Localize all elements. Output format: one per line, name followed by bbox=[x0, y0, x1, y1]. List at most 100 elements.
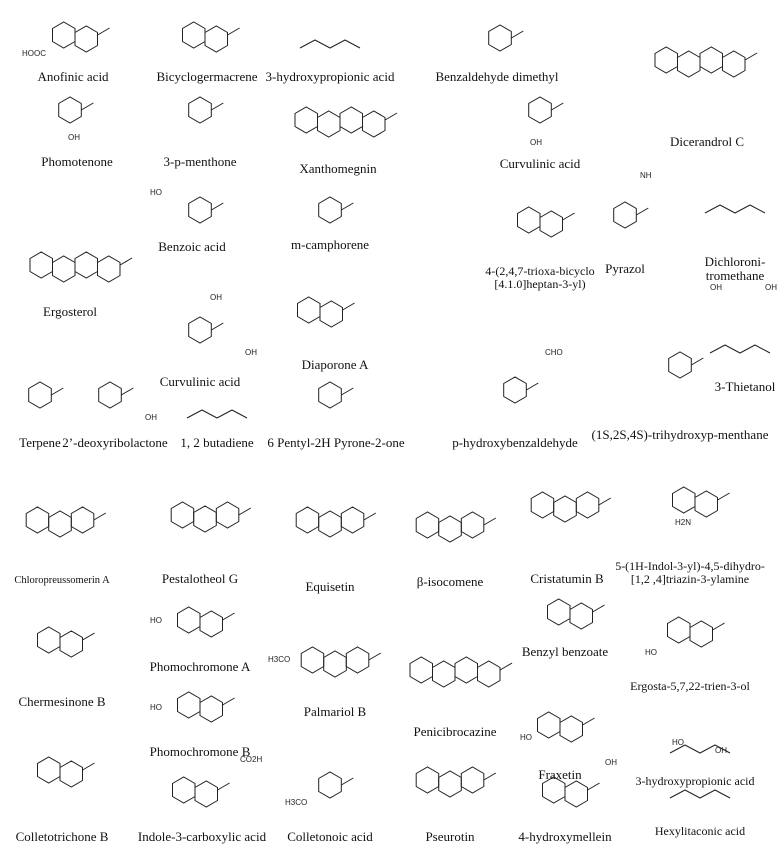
bond bbox=[81, 102, 94, 111]
ring bbox=[300, 646, 325, 674]
ring bbox=[542, 776, 566, 804]
compound-name: p-hydroxybenzaldehyde bbox=[452, 435, 578, 450]
ring bbox=[188, 196, 212, 224]
ring bbox=[438, 770, 462, 798]
ring bbox=[722, 50, 746, 78]
structure-28 bbox=[530, 491, 612, 523]
structure-11 bbox=[188, 196, 224, 224]
ring bbox=[59, 760, 83, 788]
compound-label: Ergosterol bbox=[43, 305, 97, 319]
structure-34 bbox=[547, 598, 605, 630]
ring bbox=[415, 511, 440, 539]
compound-label: 4-(2,4,7-trioxa-bicyclo[4.1.0]heptan-3-y… bbox=[485, 265, 594, 291]
atom-label: H2N bbox=[675, 518, 691, 527]
compound-name: Phomotenone bbox=[41, 154, 113, 169]
compound-name: Benzoic acid bbox=[158, 239, 226, 254]
compound-name: Colletotrichone B bbox=[15, 829, 109, 844]
ring bbox=[432, 660, 456, 688]
bond bbox=[499, 662, 513, 671]
ring bbox=[319, 300, 343, 328]
compound-name: Dichloroni- bbox=[704, 254, 766, 269]
compound-label: 3-hydroxypropionic acid bbox=[266, 70, 395, 84]
atom-label: OH bbox=[530, 138, 542, 147]
structure-6 bbox=[188, 96, 224, 124]
compound-name: Benzaldehyde dimethyl bbox=[435, 69, 559, 84]
bond bbox=[211, 202, 224, 211]
ring bbox=[297, 296, 321, 324]
compound-name: 4-(2,4,7-trioxa-bicyclo bbox=[485, 264, 595, 278]
compound-label: Penicibrocazine bbox=[413, 725, 496, 739]
ring bbox=[294, 106, 318, 134]
compound-label: Terpene bbox=[19, 436, 61, 450]
structure-7 bbox=[294, 106, 398, 138]
structure-14 bbox=[29, 251, 133, 283]
compound-label: Hexylitaconic acid bbox=[655, 825, 745, 838]
ring bbox=[52, 255, 76, 283]
bond bbox=[562, 212, 575, 221]
ring bbox=[539, 210, 563, 238]
compound-label: Benzyl benzoate bbox=[522, 645, 608, 659]
compound-label: Ergosta-5,7,22-trien-3-ol bbox=[630, 680, 750, 693]
atom-label: OH bbox=[68, 133, 80, 142]
compound-name-line2: tromethane bbox=[705, 268, 765, 283]
structure-5 bbox=[58, 96, 94, 124]
ring bbox=[25, 506, 50, 534]
ring bbox=[97, 255, 121, 283]
chain bbox=[299, 39, 361, 49]
compound-name-line2: [4.1.0]heptan-3-yl) bbox=[494, 277, 586, 291]
ring bbox=[460, 766, 485, 794]
structure-17 bbox=[28, 381, 64, 409]
ring bbox=[528, 96, 552, 124]
ring bbox=[98, 381, 122, 409]
bond bbox=[691, 357, 704, 366]
structure-36 bbox=[177, 691, 235, 723]
ring bbox=[323, 650, 347, 678]
structure-18 bbox=[98, 381, 134, 409]
ring bbox=[193, 505, 217, 533]
ring bbox=[362, 110, 386, 138]
ring bbox=[37, 626, 61, 654]
structure-8 bbox=[528, 96, 564, 124]
compound-label: Bicyclogermacrene bbox=[156, 70, 257, 84]
ring bbox=[74, 25, 98, 53]
bond bbox=[483, 517, 497, 526]
compound-label: Colletotrichone B bbox=[16, 830, 109, 844]
compound-name: 3-hydroxypropionic acid bbox=[265, 69, 395, 84]
ring bbox=[477, 660, 501, 688]
compound-name: 2’-deoxyribolactone bbox=[62, 435, 168, 450]
structure-35 bbox=[667, 616, 725, 648]
atom-label: HO bbox=[150, 616, 162, 625]
ring bbox=[172, 776, 196, 804]
atom-label: HOOC bbox=[22, 49, 46, 58]
compound-label: Xanthomegnin bbox=[299, 162, 376, 176]
bond bbox=[363, 512, 377, 521]
ring bbox=[345, 646, 370, 674]
ring bbox=[409, 656, 433, 684]
atom-label: OH bbox=[210, 293, 222, 302]
ring bbox=[70, 506, 95, 534]
structure-12 bbox=[318, 196, 354, 224]
structure-16 bbox=[297, 296, 355, 328]
ring bbox=[559, 715, 583, 743]
bond bbox=[483, 772, 497, 781]
bond bbox=[598, 497, 612, 506]
chain bbox=[186, 409, 248, 419]
compound-label: Diaporone A bbox=[302, 358, 369, 372]
ring bbox=[530, 491, 555, 519]
ring bbox=[613, 201, 637, 229]
bond bbox=[636, 207, 649, 216]
compound-name: 3-Thietanol bbox=[714, 379, 776, 394]
ring bbox=[694, 490, 718, 518]
chain bbox=[669, 789, 731, 799]
structure-9 bbox=[613, 201, 649, 229]
structure-21 bbox=[503, 376, 539, 404]
structure-31 bbox=[177, 606, 235, 638]
structure-19 bbox=[186, 409, 248, 419]
structure-41 bbox=[318, 771, 354, 799]
bond bbox=[341, 777, 354, 786]
structure-26 bbox=[295, 506, 377, 538]
compound-label: Pseurotin bbox=[425, 830, 474, 844]
atom-label: HO bbox=[645, 648, 657, 657]
structure-0 bbox=[52, 21, 110, 53]
